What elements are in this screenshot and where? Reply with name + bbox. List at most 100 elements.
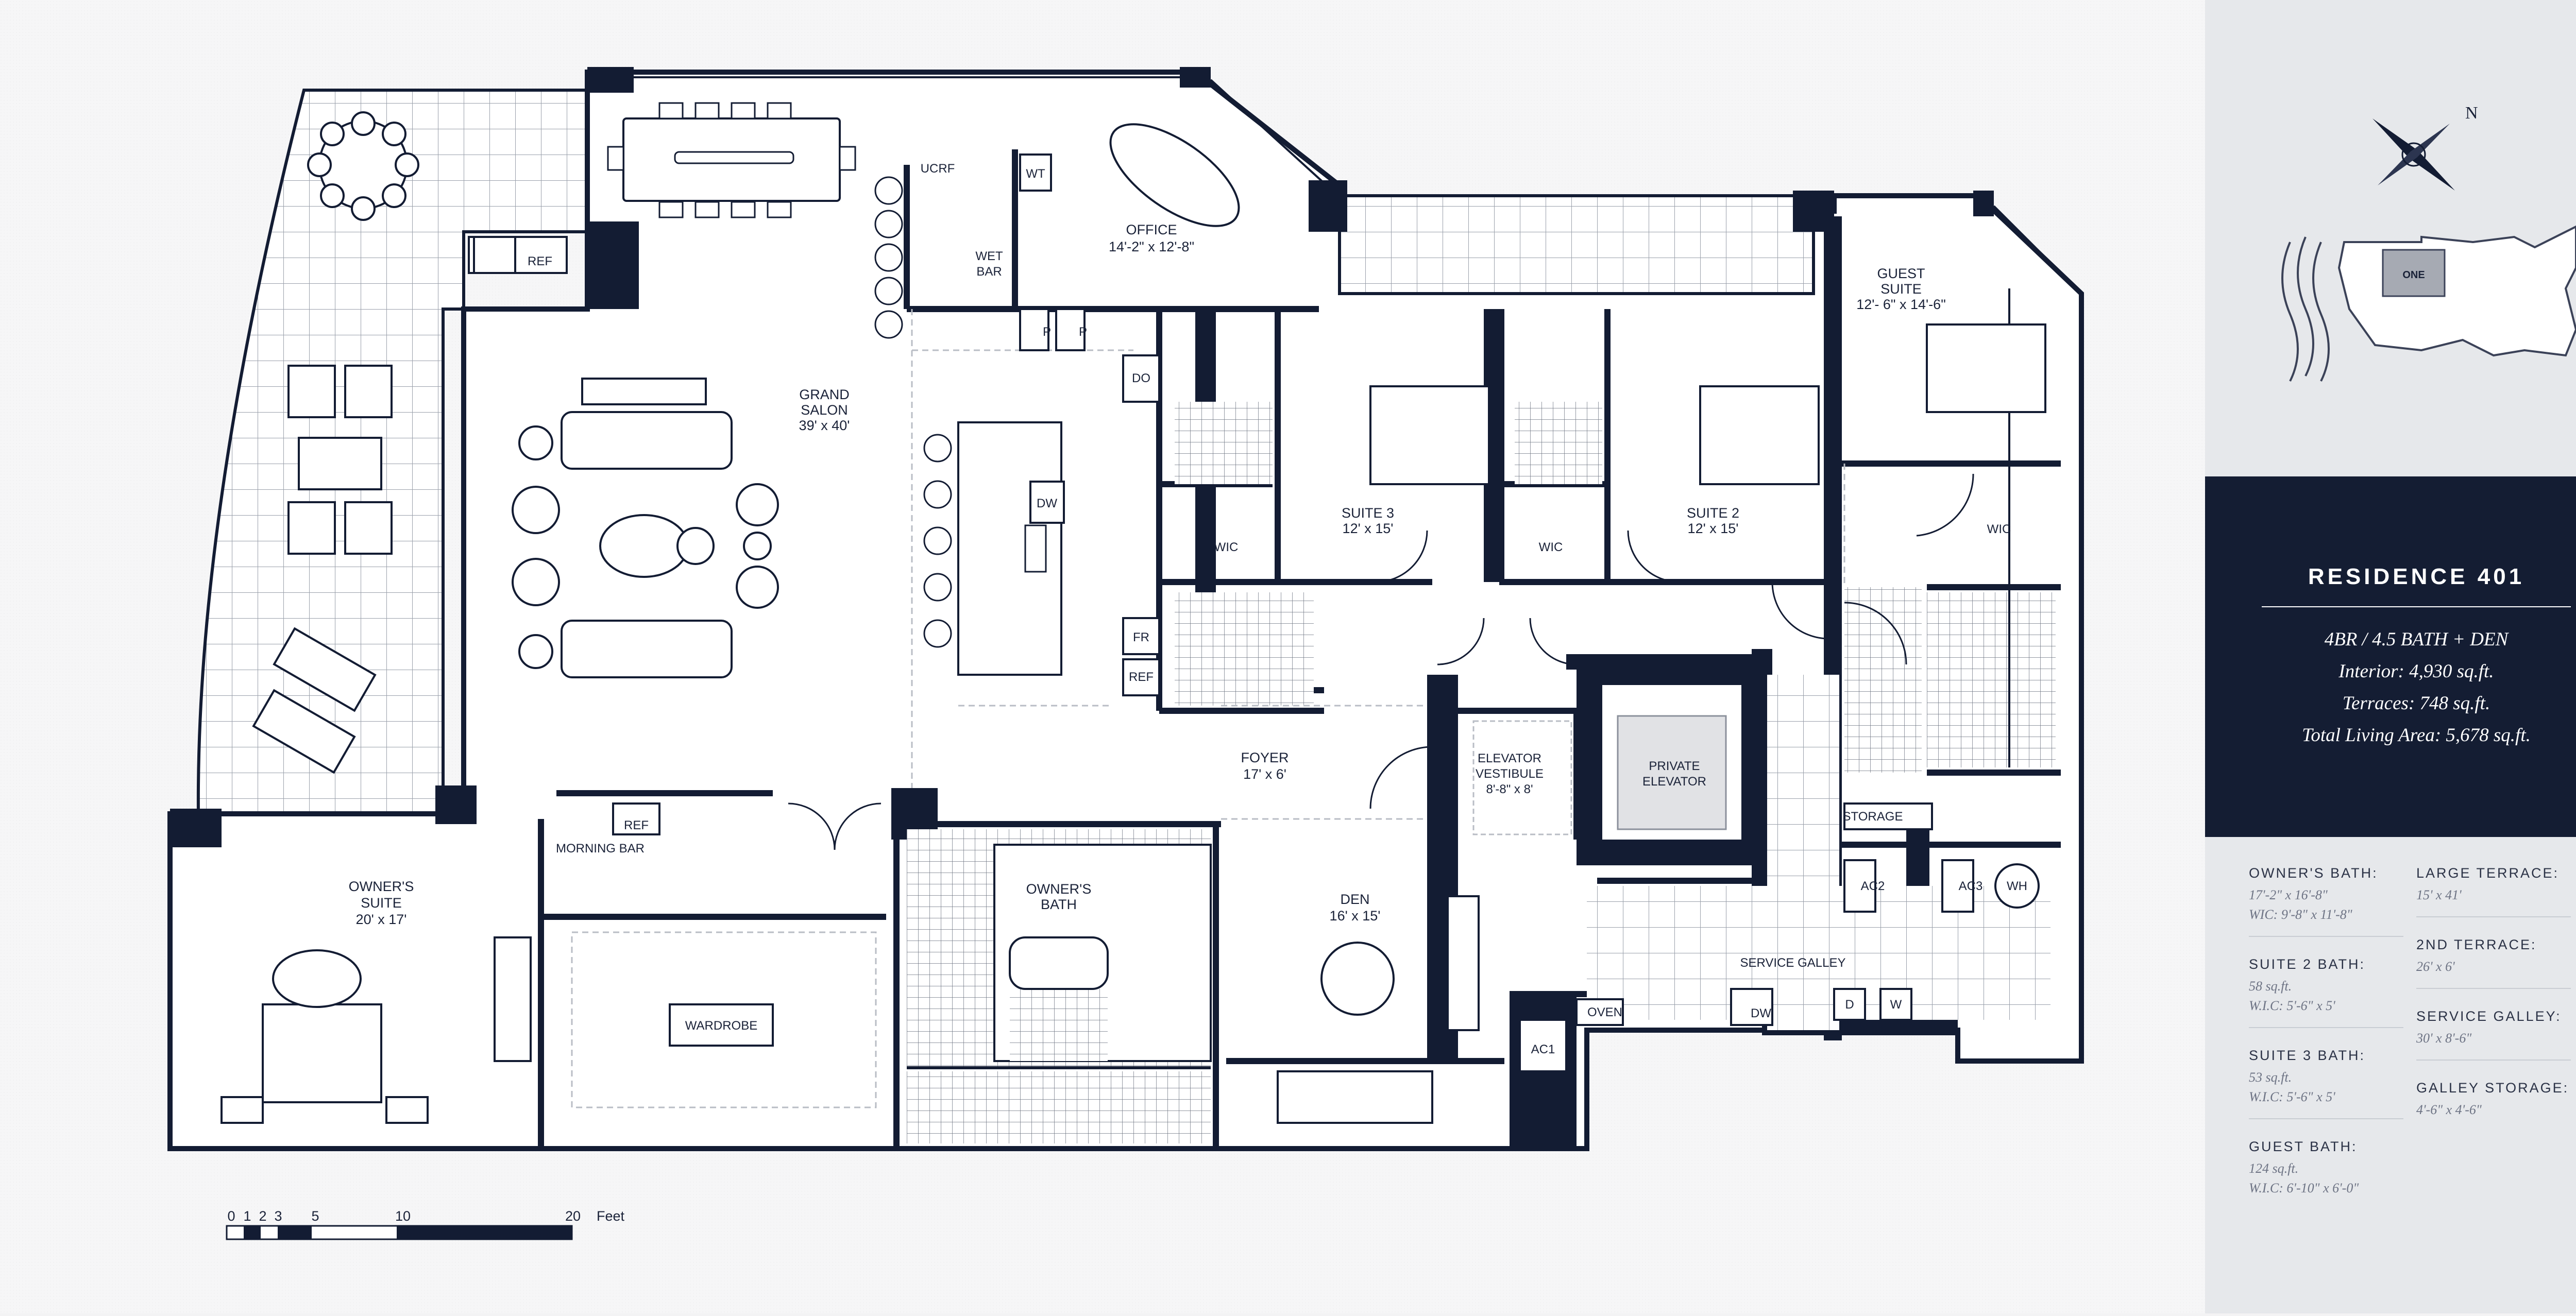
label-ref-terrace: REF	[528, 254, 552, 268]
label-foyer-2: 17' x 6'	[1243, 766, 1286, 782]
label-office-2: 14'-2" x 12'-8"	[1109, 239, 1194, 254]
stat-heading: 2ND TERRACE:	[2416, 937, 2537, 952]
residence-total: Total Living Area: 5,678 sq.ft.	[2302, 725, 2531, 746]
label-ref-kitchen: REF	[1129, 670, 1154, 684]
keyplan-graphic: N ONE	[2281, 104, 2576, 382]
label-pantry-1: P	[1043, 325, 1051, 339]
stat-heading: SUITE 2 BATH:	[2249, 956, 2366, 972]
label-den-2: 16' x 15'	[1330, 908, 1381, 924]
label-grand-salon-1: GRAND	[799, 387, 850, 402]
label-wt: WT	[1026, 167, 1045, 181]
door-swings	[788, 473, 1974, 850]
stat-line: 58 sq.ft.	[2249, 979, 2292, 994]
label-wic-suite2: WIC	[1539, 540, 1563, 554]
residence-interior: Interior: 4,930 sq.ft.	[2338, 661, 2494, 682]
suite2-bath-tile	[1515, 402, 1602, 484]
stat-heading: OWNER'S BATH:	[2249, 865, 2378, 881]
stat-galley-storage: GALLEY STORAGE: 4'-6" x 4'-6"	[2416, 1080, 2571, 1131]
stat-line: W.I.C: 5'-6" x 5'	[2249, 1089, 2335, 1104]
service-galley-floor	[1587, 886, 2050, 1020]
owners-bath-lower-tile	[907, 1071, 1211, 1143]
label-foyer-1: FOYER	[1241, 750, 1289, 765]
label-owners-bath-1: OWNER'S	[1026, 881, 1092, 897]
second-terrace	[1338, 194, 1815, 295]
wave-lines	[2281, 236, 2330, 382]
residence-terraces: Terraces: 748 sq.ft.	[2342, 693, 2490, 714]
stat-suite3-bath: SUITE 3 BATH: 53 sq.ft. W.I.C: 5'-6" x 5…	[2249, 1048, 2403, 1119]
label-storage: STORAGE	[1843, 810, 1903, 824]
label-ac2: AC2	[1861, 879, 1885, 893]
label-dryer: D	[1845, 998, 1854, 1012]
label-elevator-2: ELEVATOR	[1642, 775, 1706, 789]
stat-owners-bath: OWNER'S BATH: 17'-2" x 16'-8" WIC: 9'-8"…	[2249, 865, 2403, 937]
residence-summary: RESIDENCE 401 4BR / 4.5 BATH + DEN Inter…	[2205, 476, 2576, 837]
label-wic-suite3: WIC	[1214, 540, 1239, 554]
floor-plan-drawing: GRAND SALON 39' x 40' OFFICE 14'-2" x 12…	[0, 0, 2205, 1313]
salon-furniture	[512, 378, 779, 678]
owners-shower-tile	[1010, 989, 1108, 1061]
stats-right-column: LARGE TERRACE: 15' x 41' 2ND TERRACE: 26…	[2416, 865, 2571, 1151]
label-ucrf: UCRF	[921, 162, 955, 176]
stat-line: W.I.C: 6'-10" x 6'-0"	[2249, 1181, 2359, 1195]
compass-icon	[2372, 118, 2455, 191]
label-dw-galley: DW	[1751, 1006, 1771, 1020]
fixture-boxes	[473, 153, 2040, 1072]
label-owners-suite-3: 20' x 17'	[356, 912, 407, 927]
stat-line: W.I.C: 5'-6" x 5'	[2249, 998, 2335, 1013]
stat-line: 15' x 41'	[2416, 887, 2462, 902]
elevator-cab	[1617, 715, 1727, 830]
label-wic-guest: WIC	[1987, 522, 2011, 536]
suite3-bath-tile	[1175, 402, 1273, 484]
label-ac1: AC1	[1531, 1042, 1555, 1056]
scale-bar: 0 1 2 3 5 10 20 Feet	[226, 1208, 625, 1240]
label-owners-bath-2: BATH	[1041, 897, 1077, 912]
label-oven: OVEN	[1587, 1005, 1622, 1019]
label-service-galley: SERVICE GALLEY	[1740, 956, 1846, 970]
scale-tick-10: 10	[395, 1208, 411, 1224]
residence-divider	[2262, 606, 2571, 607]
label-grand-salon-2: SALON	[801, 402, 848, 418]
stat-line: WIC: 9'-8" x 11'-8"	[2249, 907, 2352, 922]
stat-suite2-bath: SUITE 2 BATH: 58 sq.ft. W.I.C: 5'-6" x 5…	[2249, 956, 2403, 1028]
label-office-1: OFFICE	[1126, 222, 1177, 237]
keyplan-unit-highlight	[2382, 249, 2446, 297]
north-label: N	[2465, 104, 2478, 123]
stat-guest-bath: GUEST BATH: 124 sq.ft. W.I.C: 6'-10" x 6…	[2249, 1139, 2403, 1209]
stat-line: 26' x 6'	[2416, 959, 2455, 974]
label-washer: W	[1890, 998, 1902, 1012]
stat-line: 124 sq.ft.	[2249, 1161, 2299, 1176]
office-desk	[1109, 123, 1240, 227]
bedroom-furniture	[221, 323, 2046, 1124]
label-wardrobe: WARDROBE	[685, 1019, 757, 1033]
label-elevator-1: PRIVATE	[1649, 759, 1700, 773]
scale-tick-20: 20	[565, 1208, 581, 1224]
label-suite2-2: 12' x 15'	[1688, 521, 1739, 536]
scale-tick-5: 5	[311, 1208, 319, 1224]
guest-bath-tile-2	[1927, 592, 2056, 767]
room-labels: GRAND SALON 39' x 40' OFFICE 14'-2" x 12…	[349, 162, 2027, 1056]
label-guest-suite-1: GUEST	[1877, 266, 1925, 281]
label-pantry-2: P	[1079, 325, 1087, 339]
stat-heading: GUEST BATH:	[2249, 1139, 2358, 1154]
label-do: DO	[1132, 371, 1150, 385]
stat-line: 17'-2" x 16'-8"	[2249, 887, 2328, 902]
label-owners-suite-2: SUITE	[361, 895, 402, 911]
island-sink	[1024, 524, 1047, 573]
label-suite3-2: 12' x 15'	[1343, 521, 1394, 536]
label-grand-salon-3: 39' x 40'	[799, 418, 850, 433]
label-wh: WH	[2007, 879, 2027, 893]
label-ac3: AC3	[1959, 879, 1983, 893]
powder-bath-tile	[1175, 592, 1314, 706]
stat-heading: SUITE 3 BATH:	[2249, 1048, 2366, 1063]
dining-table	[607, 102, 856, 218]
stat-heading: SERVICE GALLEY:	[2416, 1009, 2562, 1024]
label-ref-morning-bar: REF	[624, 818, 649, 832]
stat-line: 53 sq.ft.	[2249, 1070, 2292, 1085]
guest-bath-tile	[1844, 587, 1922, 773]
label-morning-bar: MORNING BAR	[556, 842, 645, 856]
stats-left-column: OWNER'S BATH: 17'-2" x 16'-8" WIC: 9'-8"…	[2249, 865, 2403, 1229]
label-suite2-1: SUITE 2	[1687, 505, 1739, 521]
scale-tick-3: 3	[274, 1208, 282, 1224]
stat-line: 4'-6" x 4'-6"	[2416, 1102, 2482, 1117]
